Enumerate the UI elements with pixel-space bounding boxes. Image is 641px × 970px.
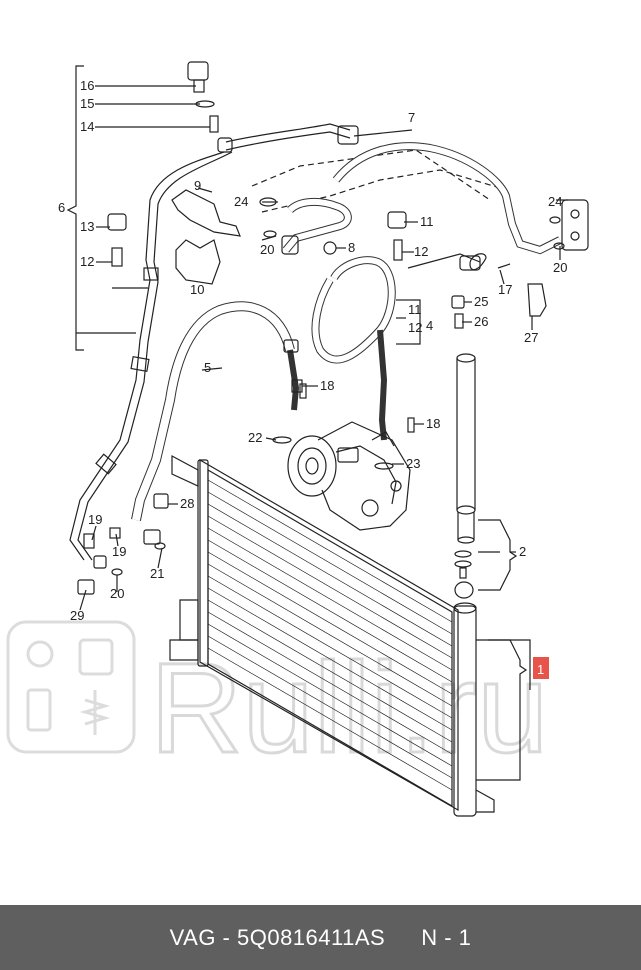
callout-26: 26 [474, 314, 488, 329]
group-4-bracket [412, 299, 421, 345]
callout-23: 23 [406, 456, 420, 471]
callout-15: 15 [80, 96, 94, 111]
callout-19-left: 19 [88, 512, 102, 527]
bolt-18b [407, 417, 415, 433]
callout-10: 10 [190, 282, 204, 297]
watermark-text: Rulli.ru [150, 637, 548, 780]
nut-25 [451, 295, 465, 309]
bracket-9 [171, 189, 241, 237]
bolt-26 [454, 313, 464, 329]
callout-11-group: 11 [408, 302, 422, 317]
bracket-10 [175, 239, 221, 285]
callout-17: 17 [498, 282, 512, 297]
callout-28: 28 [180, 496, 194, 511]
group-1-bracket [476, 639, 528, 781]
pipe-6-top [225, 123, 351, 143]
nut-28 [153, 493, 169, 509]
callout-12-left: 12 [80, 254, 94, 269]
footer-bar: VAG - 5Q0816411AS N - 1 [0, 905, 641, 970]
o-ring-23 [374, 462, 394, 470]
pipe-6-down [69, 151, 225, 561]
callout-24-right: 24 [548, 194, 562, 209]
callout-7: 7 [408, 110, 415, 125]
callout-25: 25 [474, 294, 488, 309]
callout-9: 9 [194, 178, 201, 193]
callout-24-left: 24 [234, 194, 248, 209]
hose-7 [332, 142, 562, 255]
callout-13: 13 [80, 219, 94, 234]
bracket-27 [527, 283, 547, 317]
callout-12-right: 12 [414, 244, 428, 259]
callout-11-top: 11 [420, 214, 434, 229]
pressure-sensor-16 [187, 61, 209, 81]
callout-14: 14 [80, 119, 94, 134]
callout-1: 1 [537, 662, 544, 677]
cap-13 [107, 213, 127, 231]
clip-29 [77, 579, 95, 595]
valve-14 [209, 115, 219, 133]
watermark-logo-frame [6, 620, 136, 754]
group-6-bracket [66, 65, 84, 351]
part-number: VAG - 5Q0816411AS [169, 924, 386, 950]
callout-29: 29 [70, 608, 84, 623]
valve-12-right [393, 239, 403, 261]
callout-labels: 1 2 4 5 6 7 8 9 10 11 11 12 12 12 13 14 … [58, 78, 567, 677]
callout-21: 21 [150, 566, 164, 581]
nut-8 [323, 241, 337, 255]
callout-5: 5 [204, 360, 211, 375]
callout-16: 16 [80, 78, 94, 93]
callout-22: 22 [248, 430, 262, 445]
valve-12 [111, 247, 123, 267]
callout-8: 8 [348, 240, 355, 255]
o-ring-20c [111, 568, 123, 576]
callout-27: 27 [524, 330, 538, 345]
callout-20-bottom: 20 [110, 586, 124, 601]
group-2-bracket [478, 519, 518, 591]
highlight-marker [533, 657, 549, 679]
cap-11 [387, 211, 407, 229]
o-ring-15 [195, 100, 215, 108]
hose-5 [131, 301, 295, 521]
callout-6: 6 [58, 200, 65, 215]
bracket-plate [561, 199, 589, 251]
diagram-position: N - 1 [421, 924, 472, 950]
callout-20-right: 20 [553, 260, 567, 275]
callout-2: 2 [519, 544, 526, 559]
parts-diagram: Rulli.ru [6, 61, 589, 817]
callout-19-mid: 19 [112, 544, 126, 559]
callout-18-left: 18 [320, 378, 334, 393]
o-ring-21 [154, 542, 166, 550]
receiver-dryer [456, 353, 476, 544]
bolt-19b [109, 527, 121, 539]
condenser [169, 454, 495, 817]
bolt-18a [299, 383, 307, 399]
callout-4: 4 [426, 318, 433, 333]
bolt-19a [83, 533, 95, 549]
callout-18-right: 18 [426, 416, 440, 431]
car-parts-icon [26, 638, 114, 735]
ac-compressor [287, 421, 411, 531]
callout-20-top: 20 [260, 242, 274, 257]
callout-12-group: 12 [408, 320, 422, 335]
watermark: Rulli.ru [6, 620, 550, 782]
